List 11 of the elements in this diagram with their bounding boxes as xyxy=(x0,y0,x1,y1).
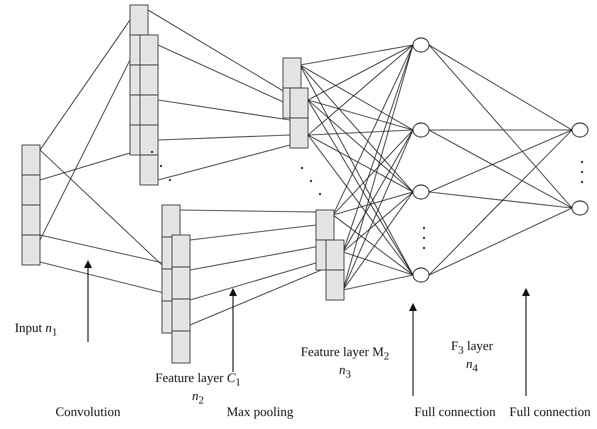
operation-label: Max pooling xyxy=(226,404,294,420)
size-label: n$_{4}$ xyxy=(466,356,478,377)
layer-label: Feature layer M$_{2}$ xyxy=(300,344,390,365)
size-label: n$_{2}$ xyxy=(192,388,204,409)
operation-label: Convolution xyxy=(56,404,120,420)
layer-label: Input n$_{1}$ xyxy=(14,320,58,341)
size-label: n$_{3}$ xyxy=(339,362,351,383)
layer-label: Feature layer C$_{1}$ xyxy=(155,370,241,391)
layer-label: F$_{3}$ layer xyxy=(451,338,493,359)
operation-label: Full connection xyxy=(509,404,591,420)
operation-label: Full connection xyxy=(414,404,496,420)
